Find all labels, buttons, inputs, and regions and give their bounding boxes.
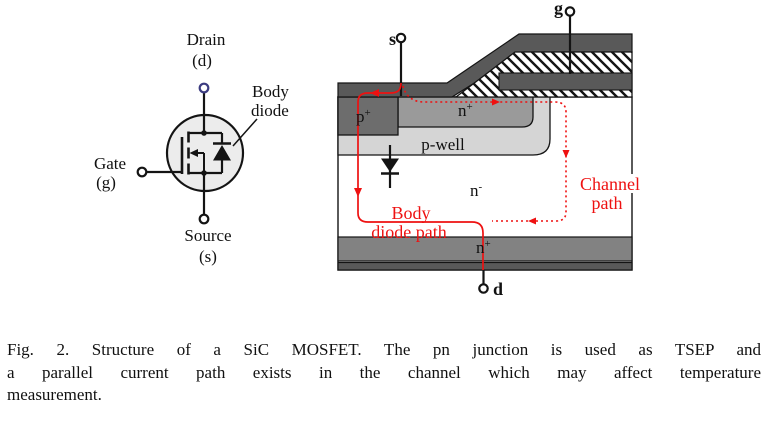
channel-path-left-arrow-icon [528,217,536,225]
structure-drain-terminal-circle [478,283,489,294]
sic-mosfet-figure: Drain (d) Body diode Gate (g) Source (s) [93,0,650,299]
drain-label: Drain [187,30,226,49]
gate-electrode-bar [498,72,633,91]
structure-gate-label: g [554,0,563,18]
p-plus-label: p+ [356,107,371,126]
body-arrow-icon [189,149,198,157]
drain-abbr-label: (d) [192,51,212,70]
channel-path-right-arrow-icon [492,98,500,106]
body-path-down-arrow-icon [354,188,362,197]
caption-line-1: Fig. 2. Structure of a SiC MOSFET. The p… [7,340,761,359]
p-plus-region [337,96,399,136]
diode-triangle-icon [213,145,231,161]
structure-drain-label: d [493,279,503,299]
n-plus-substrate-region [337,236,633,262]
channel-path-line [402,85,567,222]
caption-line-3: measurement. [7,385,102,405]
channel-label-backdrop [572,174,650,193]
gate-terminal-circle [136,166,148,178]
body-diode-path-line [357,82,484,270]
body-diode-label-line2: diode [251,101,289,120]
drain-junction-dot [201,130,207,136]
body-path-label-line1: Body [391,203,430,223]
body-path-label-line2: diode path [371,222,446,242]
drain-metal-layer [337,261,633,271]
caption-line-2: a parallel current path exists in the ch… [7,362,761,382]
source-label: Source [184,226,231,245]
n-plus-substrate-label: n+ [476,238,491,257]
mosfet-cross-section: s g d p+ n+ p-well n- n+ Body diode path… [337,0,650,299]
n-minus-label: n- [470,181,483,200]
source-terminal-circle [198,213,210,225]
n-plus-source-region [397,96,534,128]
channel-path-label-line1: Channel [580,174,640,194]
structure-diode-triangle-icon [381,158,399,172]
figure-caption: Fig. 2. Structure of a SiC MOSFET. The p… [7,339,761,407]
n-plus-source-label: n+ [458,101,473,120]
body-diode-label-line1: Body [252,82,289,101]
p-well-label: p-well [421,135,465,154]
body-diode-pointer-line [232,118,258,147]
gate-abbr-label: (g) [96,173,116,192]
drain-terminal-circle [198,82,210,94]
gate-label: Gate [94,154,126,173]
structure-source-terminal-circle [395,32,407,44]
body-path-left-arrow-icon [370,89,379,97]
source-abbr-label: (s) [199,247,217,266]
structure-source-label: s [389,29,396,49]
mosfet-symbol: Drain (d) Body diode Gate (g) Source (s) [94,30,289,266]
channel-path-down-arrow-icon [562,150,570,158]
structure-gate-terminal-circle [564,6,576,17]
channel-path-label-line2: path [592,193,623,213]
